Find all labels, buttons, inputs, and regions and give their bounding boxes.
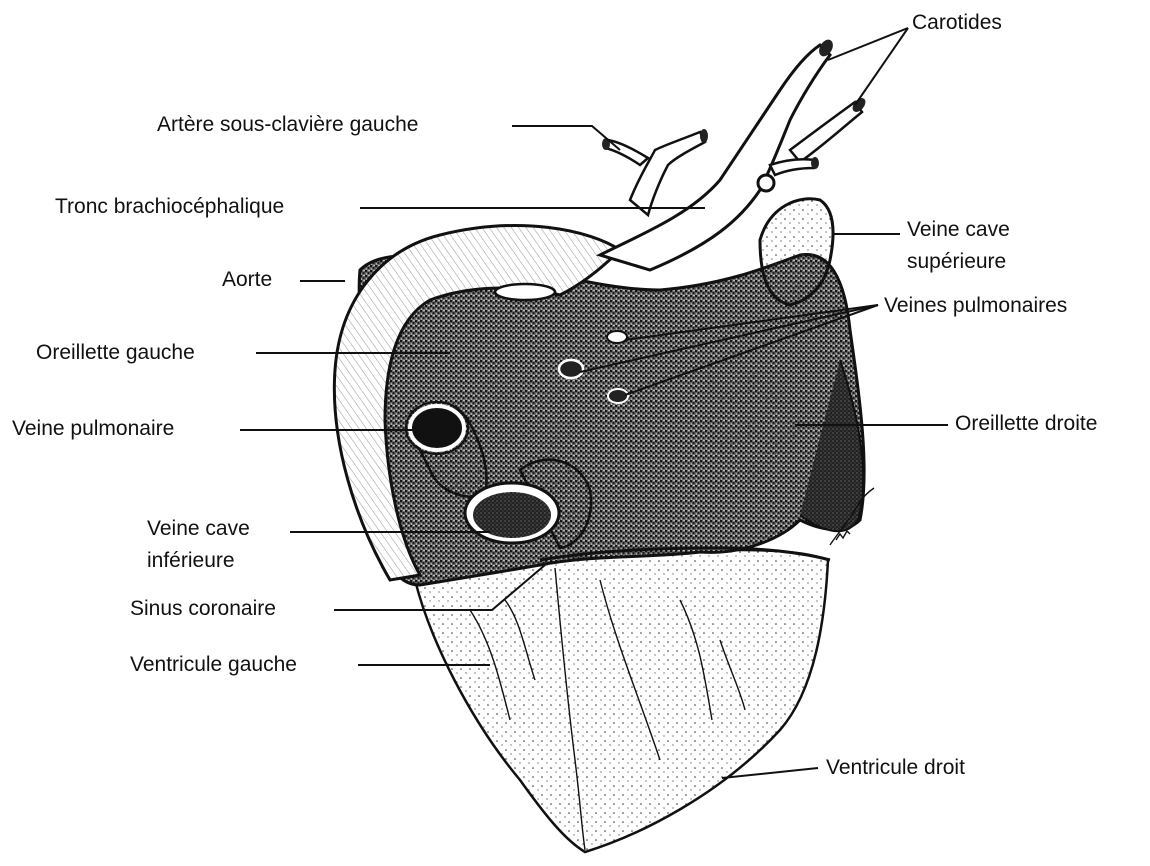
label-veine-cave-inferieure-line1: Veine cave bbox=[147, 516, 250, 542]
label-carotides: Carotides bbox=[912, 10, 1002, 36]
label-ventricule-gauche: Ventricule gauche bbox=[130, 652, 297, 678]
label-tronc-brachiocephalique: Tronc brachiocéphalique bbox=[55, 194, 284, 220]
label-veine-cave-superieure-line2: supérieure bbox=[907, 249, 1006, 275]
ventricles bbox=[415, 550, 828, 852]
label-aorte: Aorte bbox=[222, 267, 272, 293]
label-veine-cave-inferieure-line2: inférieure bbox=[147, 548, 235, 574]
label-veine-pulmonaire: Veine pulmonaire bbox=[12, 416, 174, 442]
label-artere-sous-claviere-gauche: Artère sous-clavière gauche bbox=[157, 112, 418, 138]
label-oreillette-droite: Oreillette droite bbox=[955, 411, 1097, 437]
label-veines-pulmonaires: Veines pulmonaires bbox=[884, 293, 1067, 319]
label-veine-cave-superieure-line1: Veine cave bbox=[907, 217, 1010, 243]
label-oreillette-gauche: Oreillette gauche bbox=[36, 340, 195, 366]
label-ventricule-droit: Ventricule droit bbox=[826, 755, 965, 781]
label-sinus-coronaire: Sinus coronaire bbox=[130, 596, 276, 622]
